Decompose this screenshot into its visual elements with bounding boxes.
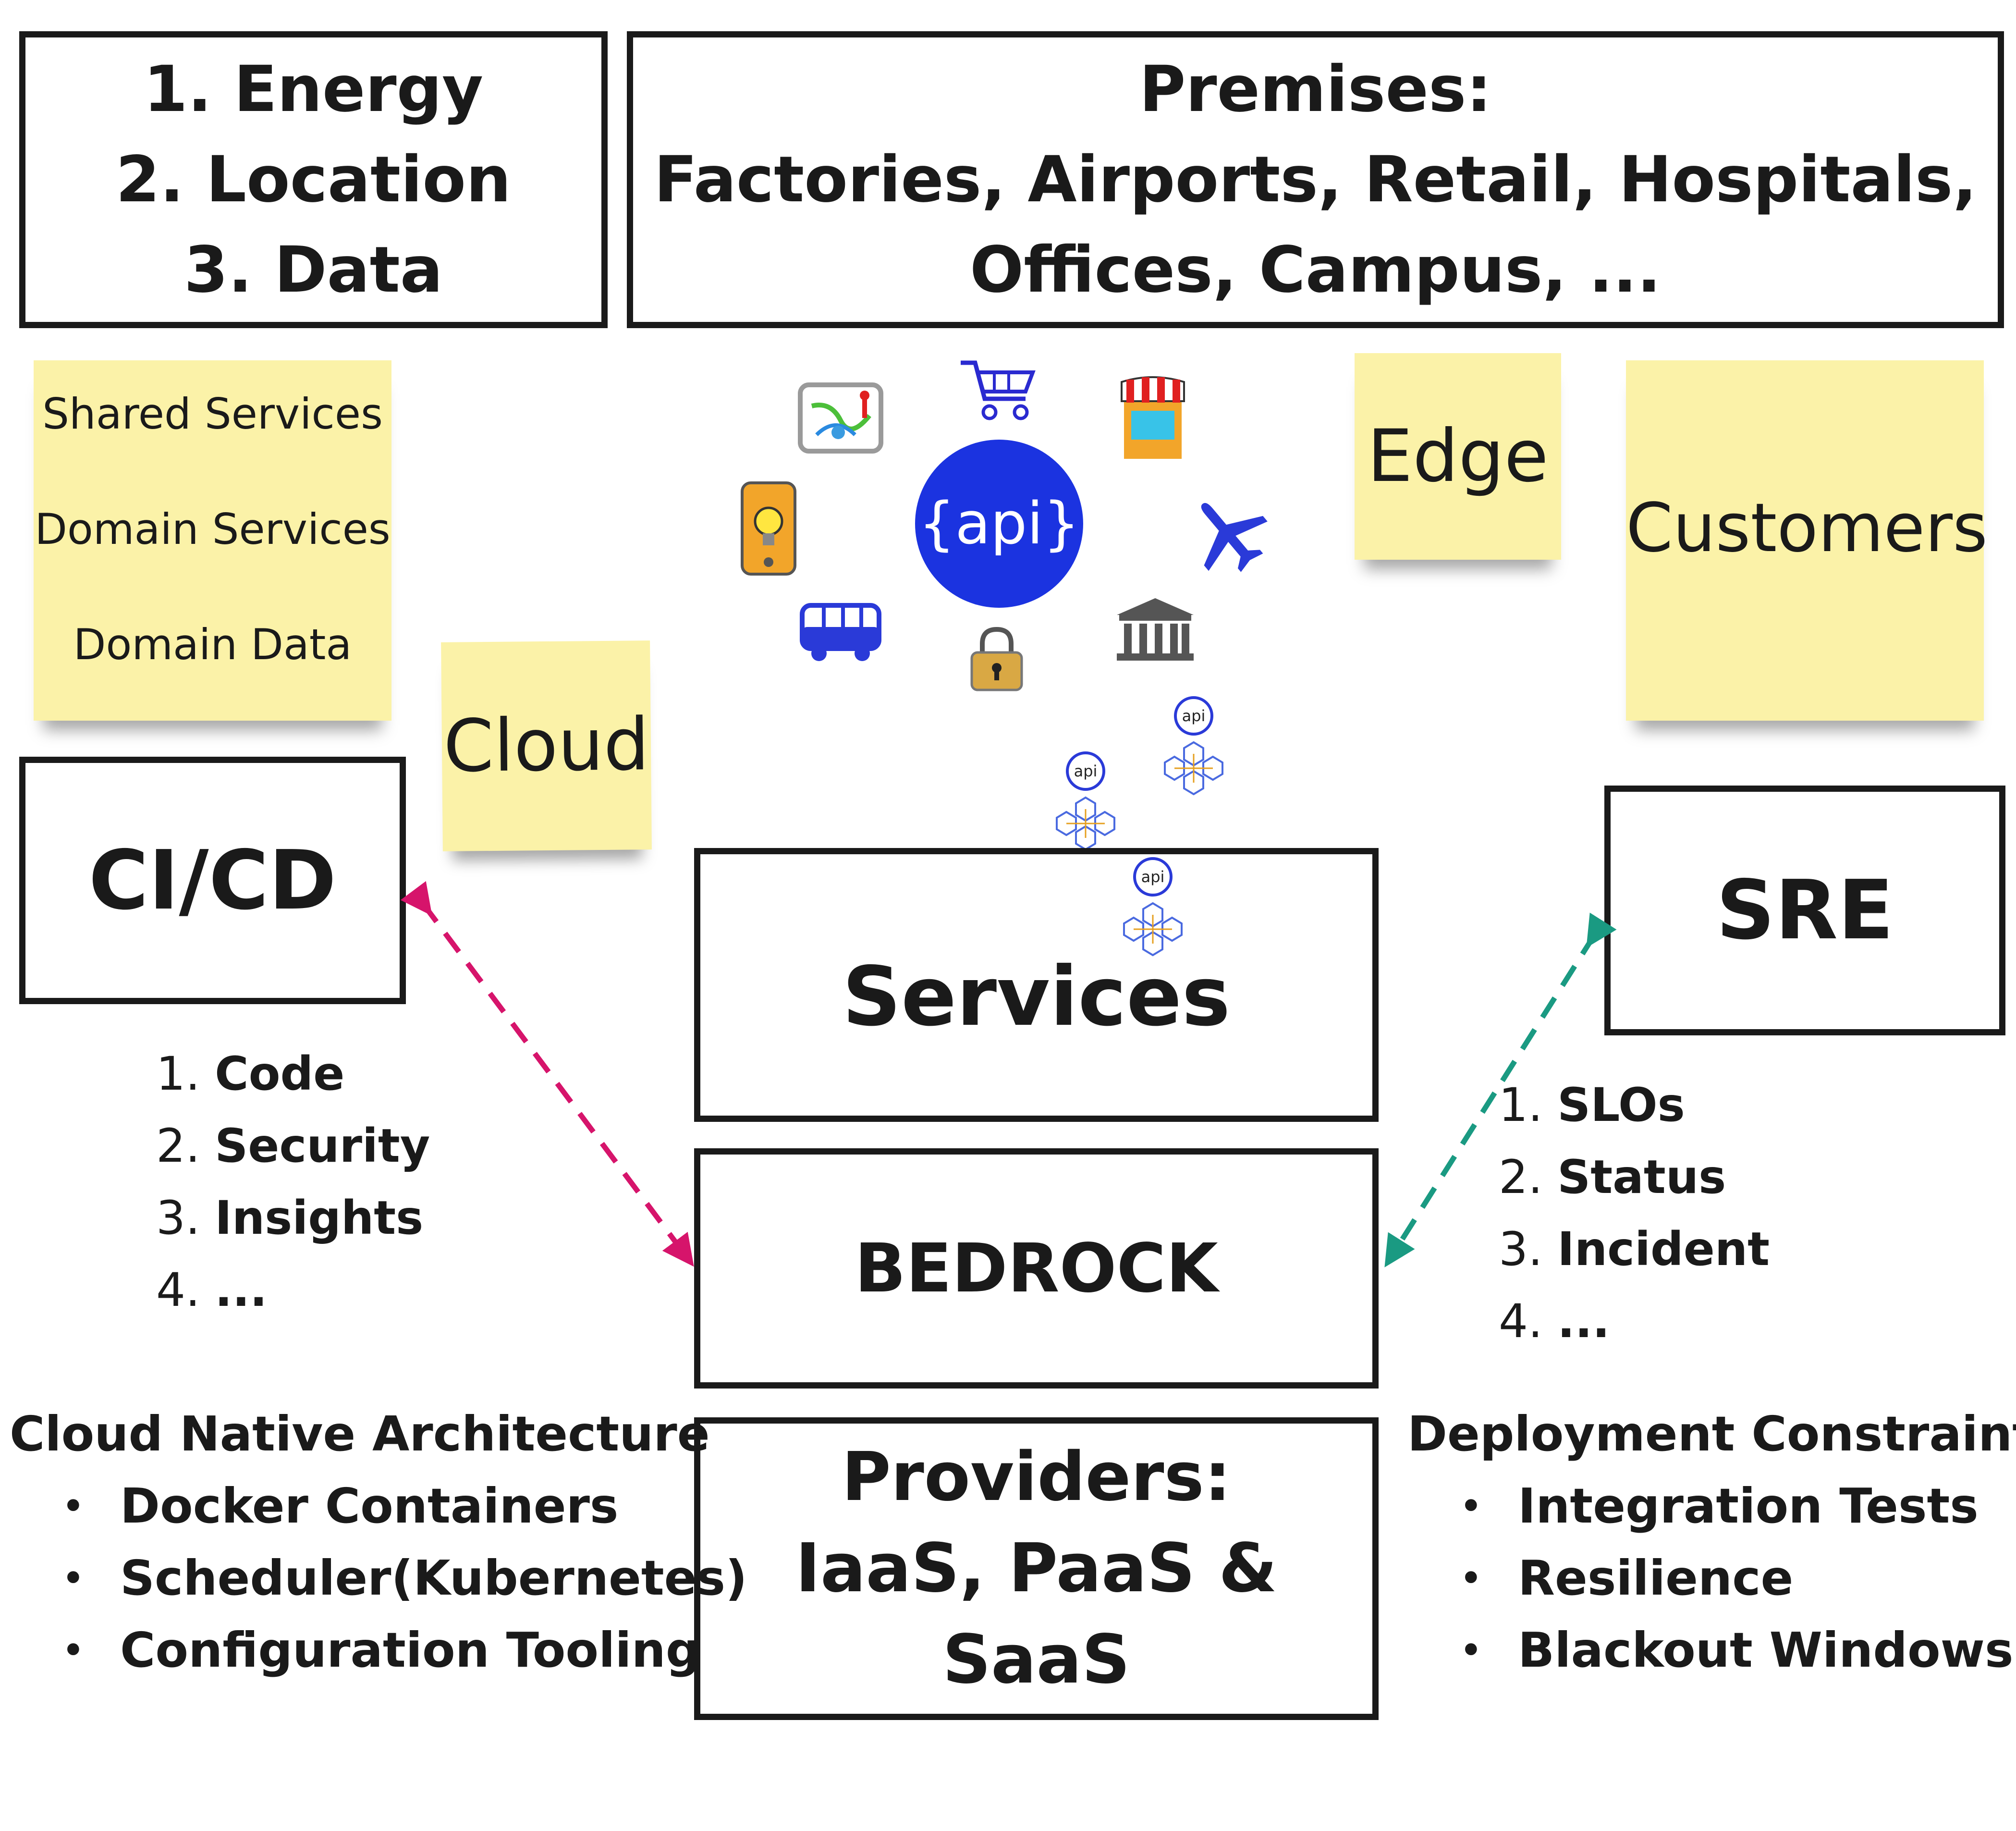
sticky-services: Shared Services Domain Services Domain D… bbox=[34, 360, 391, 721]
providers-types: IaaS, PaaS & SaaS bbox=[795, 1529, 1278, 1699]
sticky-edge: Edge bbox=[1355, 353, 1561, 560]
sticky-shared-services: Shared Services bbox=[42, 389, 383, 439]
shopping-cart-icon bbox=[961, 360, 1036, 420]
list-item: Docker Containers bbox=[10, 1470, 747, 1542]
services-box: Services bbox=[694, 848, 1379, 1122]
microservice-cluster-icon: api bbox=[1056, 751, 1115, 851]
list-item: 3. Insights bbox=[156, 1191, 424, 1245]
premises-box: Premises: Factories, Airports, Retail, H… bbox=[627, 31, 2004, 328]
storefront-icon bbox=[1121, 376, 1185, 459]
cloud-native-title: Cloud Native Architecture bbox=[10, 1406, 710, 1462]
microservice-label: api bbox=[1074, 762, 1098, 780]
sre-box: SRE bbox=[1604, 786, 2005, 1035]
lightbulb-phone-icon bbox=[741, 481, 796, 576]
sticky-customers-label: Customers bbox=[1626, 489, 1988, 567]
providers-heading: Providers: bbox=[842, 1438, 1231, 1516]
list-item: Configuration Tooling bbox=[10, 1614, 747, 1686]
providers-box: Providers: IaaS, PaaS & SaaS bbox=[694, 1417, 1379, 1720]
microservice-cluster-icon: api bbox=[1164, 696, 1223, 796]
api-hub-label: {api} bbox=[918, 490, 1080, 557]
sticky-domain-services: Domain Services bbox=[35, 504, 391, 554]
list-item: Resilience bbox=[1407, 1542, 2016, 1614]
sre-bedrock-arrow bbox=[1384, 912, 1617, 1267]
factor-location: 2. Location bbox=[115, 143, 512, 217]
airplane-icon bbox=[1201, 503, 1268, 572]
api-hub: {api} bbox=[915, 440, 1083, 608]
cicd-title: CI/CD bbox=[88, 833, 337, 928]
deployment-title: Deployment Constraints bbox=[1407, 1406, 2016, 1462]
factor-energy: 1. Energy bbox=[143, 52, 484, 126]
services-title: Services bbox=[842, 949, 1231, 1045]
list-item: 1. Code bbox=[156, 1047, 345, 1101]
premises-line1: Factories, Airports, Retail, Hospitals, bbox=[654, 143, 1977, 217]
factors-box: 1. Energy 2. Location 3. Data bbox=[19, 31, 608, 328]
factor-data: 3. Data bbox=[184, 233, 443, 307]
list-item: Scheduler(Kubernetes) bbox=[10, 1542, 747, 1614]
list-item: 4. ... bbox=[156, 1263, 268, 1317]
microservice-label: api bbox=[1141, 868, 1165, 886]
bus-icon bbox=[800, 603, 881, 661]
list-item: 4. ... bbox=[1499, 1294, 1610, 1348]
sticky-customers: Customers bbox=[1626, 360, 1988, 721]
deployment-section: Deployment Constraints Integration Tests… bbox=[1407, 1398, 2016, 1686]
sticky-edge-label: Edge bbox=[1367, 415, 1549, 498]
padlock-icon bbox=[970, 627, 1023, 691]
bedrock-title: BEDROCK bbox=[855, 1229, 1218, 1308]
list-item: Blackout Windows bbox=[1407, 1614, 2016, 1686]
cicd-bedrock-arrow bbox=[400, 881, 694, 1267]
cloud-native-section: Cloud Native Architecture Docker Contain… bbox=[10, 1398, 747, 1686]
bedrock-box: BEDROCK bbox=[694, 1148, 1379, 1389]
microservice-cluster-icon: api bbox=[1123, 857, 1183, 957]
list-item: Integration Tests bbox=[1407, 1470, 2016, 1542]
cicd-list: 1. Code 2. Security 3. Insights 4. ... bbox=[156, 1038, 430, 1326]
bank-icon bbox=[1117, 598, 1194, 661]
sticky-domain-data: Domain Data bbox=[73, 620, 352, 669]
premises-line2: Offices, Campus, ... bbox=[970, 233, 1661, 307]
sre-title: SRE bbox=[1716, 863, 1894, 958]
map-icon bbox=[798, 382, 883, 454]
list-item: 2. Security bbox=[156, 1119, 430, 1173]
microservice-label: api bbox=[1182, 707, 1206, 725]
premises-heading: Premises: bbox=[1139, 52, 1492, 126]
